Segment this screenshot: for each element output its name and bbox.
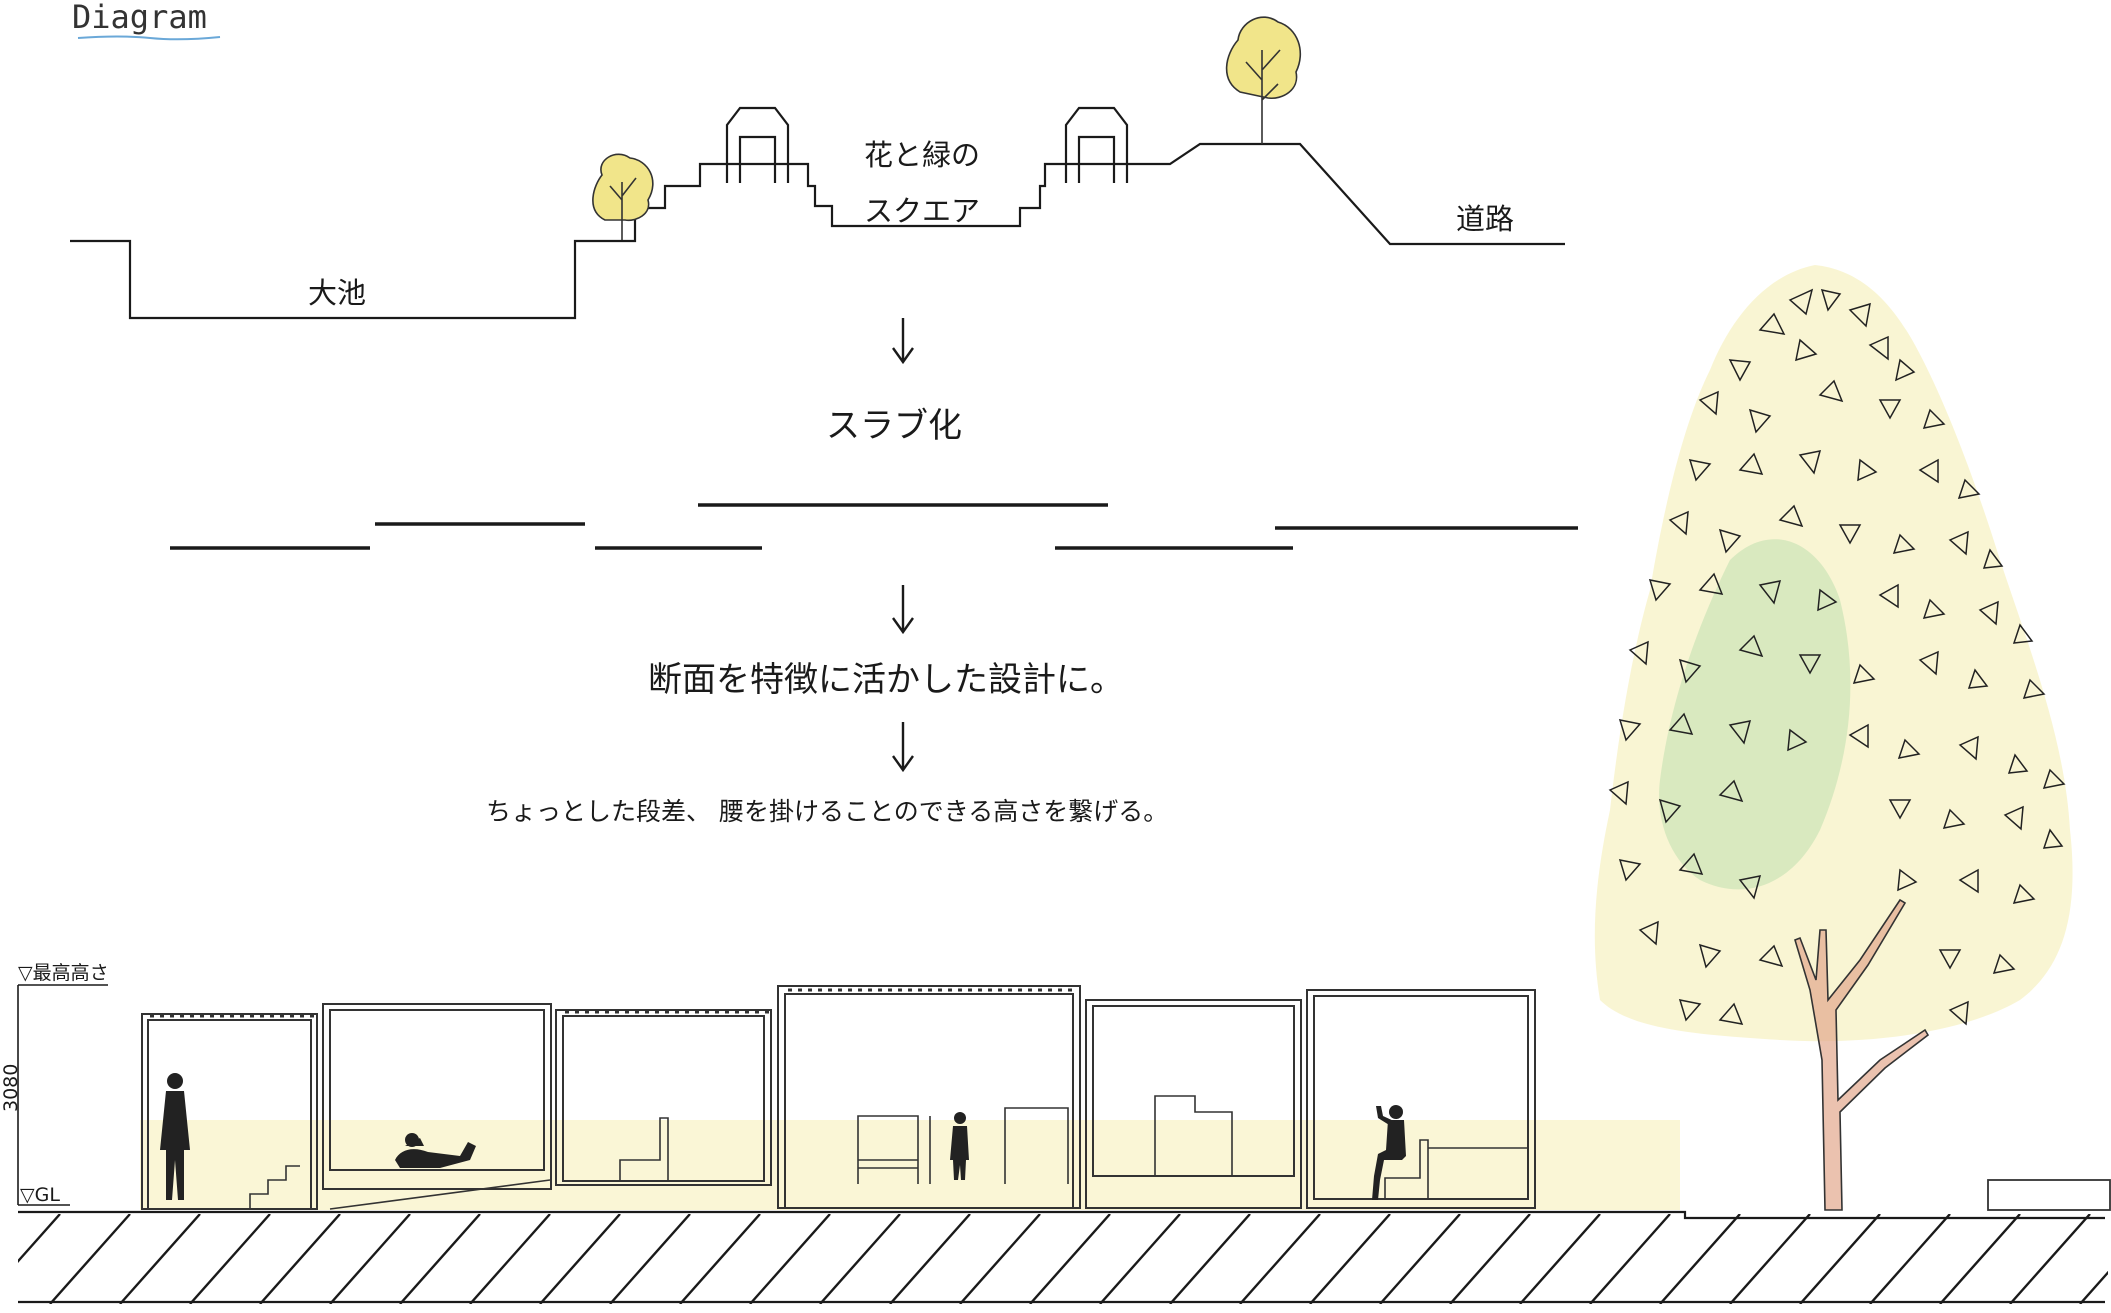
arrow-3 <box>892 722 914 773</box>
page-header-title: Diagram <box>72 0 207 36</box>
people <box>160 1073 1406 1200</box>
slab-label: スラブ化 <box>826 406 962 446</box>
room-3 <box>555 1009 772 1186</box>
person-standing-2 <box>950 1112 969 1180</box>
room-1 <box>141 1013 318 1210</box>
max-height-label: ▽最高高さ <box>18 962 109 984</box>
design-label: 断面を特徴に活かした設計に。 <box>648 660 1124 700</box>
room-4 <box>777 985 1081 1209</box>
terrain-profile <box>70 106 1565 320</box>
header-underline <box>77 35 221 41</box>
section-rooms <box>141 985 2111 1211</box>
room-6 <box>1306 989 1536 1209</box>
square-label-line1: 花と緑の <box>864 138 981 172</box>
height-dimension-label: 3080 <box>0 1063 22 1112</box>
square-label-line2: スクエア <box>864 194 981 228</box>
gl-label: ▽GL <box>20 1184 60 1206</box>
ground-hatching <box>18 1210 2108 1304</box>
tower-right <box>1064 106 1129 183</box>
ground-wash <box>140 1120 1680 1210</box>
big-tree-leaves <box>1608 288 2066 1026</box>
outdoor-bench <box>1987 1179 2111 1211</box>
pond-label: 大池 <box>308 276 367 310</box>
slab-lines <box>170 503 1578 550</box>
big-tree <box>1594 265 2073 1211</box>
big-tree-canopy <box>1594 265 2073 1042</box>
big-tree-green-wash <box>1659 539 1851 890</box>
room-2 <box>322 1003 552 1210</box>
person-sitting <box>1372 1105 1406 1200</box>
tower-left <box>725 106 790 183</box>
terrain-line <box>70 142 1565 320</box>
room-5 <box>1085 999 1302 1209</box>
arrow-2 <box>892 585 914 635</box>
arrow-1 <box>892 318 914 365</box>
arrows <box>892 318 914 773</box>
small-tree-right <box>1225 16 1302 144</box>
parapet-marks <box>150 988 1078 1018</box>
road-label: 道路 <box>1456 202 1515 236</box>
connect-label: ちょっとした段差、 腰を掛けることのできる高さを繋げる。 <box>486 797 1169 826</box>
person-standing-1 <box>160 1073 190 1200</box>
person-lying <box>395 1133 476 1168</box>
big-tree-trunk <box>1794 898 1930 1211</box>
small-tree-left <box>592 153 654 240</box>
height-dimension <box>17 984 108 1206</box>
